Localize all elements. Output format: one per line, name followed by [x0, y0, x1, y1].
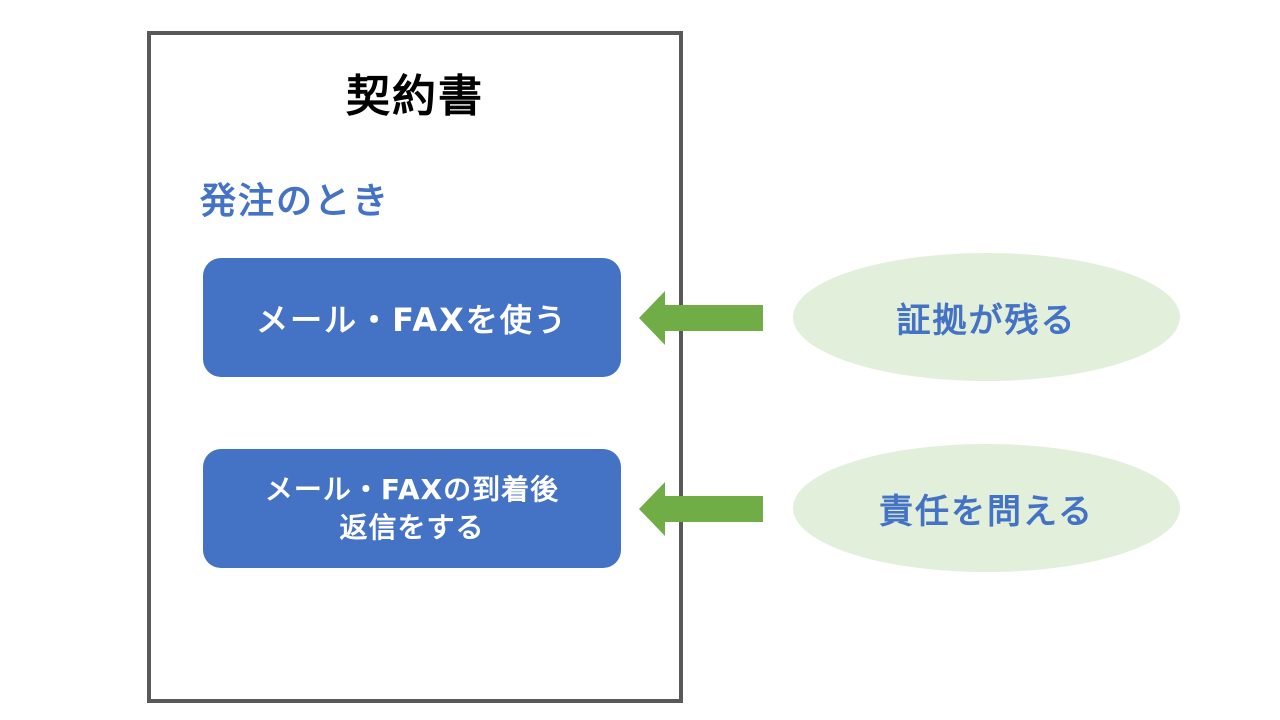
method-box-reply-after-arrival: メール・FAXの到着後 返信をする — [203, 449, 621, 568]
benefit-label: 責任を問える — [879, 491, 1094, 532]
benefit-accountability: 責任を問える — [793, 444, 1180, 572]
method-box-email-fax: メール・FAXを使う — [203, 258, 621, 377]
method-box-label: メール・FAXを使う — [256, 300, 568, 339]
method-box-label-line-1: メール・FAXの到着後 — [264, 472, 560, 506]
document-title: 契約書 — [346, 71, 484, 122]
method-box-label-line-2: 返信をする — [339, 510, 485, 544]
left-arrow-icon — [639, 291, 763, 345]
benefit-label: 証拠が残る — [896, 300, 1077, 341]
left-arrow-icon — [639, 482, 763, 536]
benefit-evidence-remains: 証拠が残る — [793, 253, 1180, 381]
section-heading: 発注のとき — [200, 181, 391, 222]
